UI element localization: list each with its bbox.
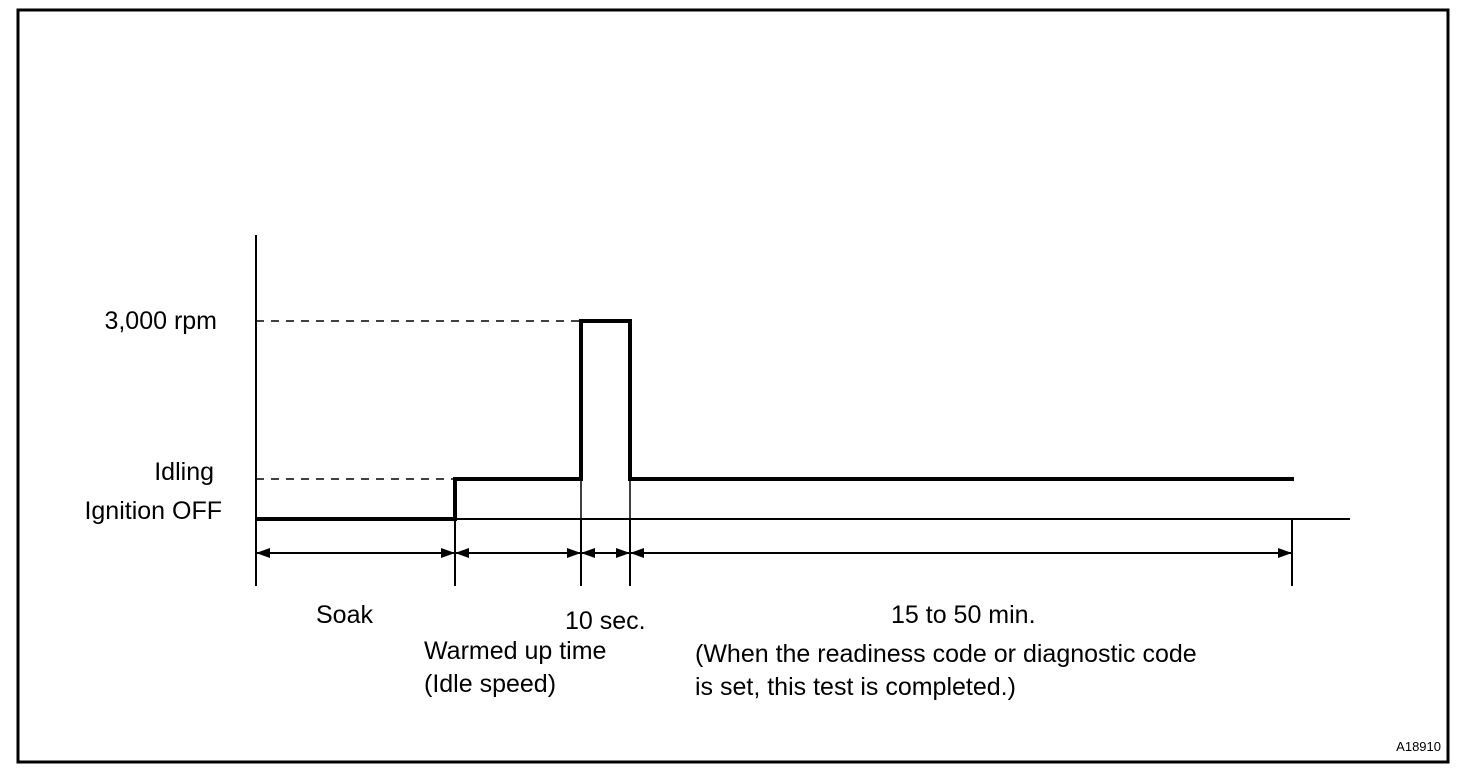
soak-label: Soak: [316, 601, 373, 629]
diagram-frame: [16, 8, 1450, 764]
warmup-label-line2: (Idle speed): [424, 670, 556, 698]
drive-duration-label: 15 to 50 min.: [891, 601, 1036, 629]
reference-code: A18910: [1396, 739, 1441, 754]
drive-note-line1: (When the readiness code or diagnostic c…: [695, 640, 1197, 668]
idling-label: Idling: [154, 458, 214, 486]
drive-note-line2: is set, this test is completed.): [695, 673, 1016, 701]
engine-speed-profile: [256, 319, 1294, 521]
warmup-label-line1: Warmed up time: [424, 637, 606, 665]
ignition-off-label: Ignition OFF: [84, 497, 222, 525]
ten-sec-label: 10 sec.: [565, 607, 646, 635]
rpm-3000-label: 3,000 rpm: [104, 307, 217, 335]
